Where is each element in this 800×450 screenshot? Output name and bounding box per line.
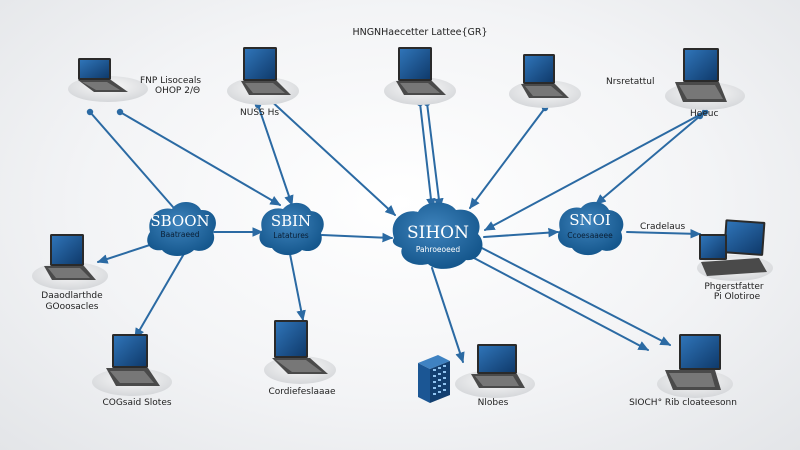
link [473, 257, 650, 351]
link [321, 232, 394, 243]
hub-subtitle: Baatraeed [161, 230, 200, 239]
laptop-icon[interactable] [32, 234, 108, 290]
link [595, 112, 704, 205]
laptop-icon[interactable] [264, 320, 336, 384]
laptop-icon[interactable] [697, 219, 773, 281]
hub-subtitle: Latatures [273, 231, 309, 240]
laptop-icon[interactable] [68, 58, 148, 102]
laptop-icon[interactable] [92, 334, 172, 396]
node-label: OHOP 2/Θ [155, 86, 201, 96]
link [264, 94, 396, 216]
node-label: Nlobes [477, 398, 509, 408]
hub-title: SIHON [407, 223, 469, 243]
hub-node-snoi[interactable]: SNOI Ccoesaaeee [557, 201, 624, 256]
diagram-title: HNGNHaecetter Lattee{GR} [352, 27, 488, 38]
node-label: Cradelaus [640, 222, 686, 232]
link [626, 228, 702, 239]
laptop-icon[interactable] [227, 47, 299, 105]
node-label: Hoeuc [690, 109, 719, 119]
node-label: Phgerstfatter [704, 282, 764, 292]
hub-subtitle: Pahroeoeed [416, 245, 460, 254]
node-label: Pi Olotiroe [713, 292, 761, 302]
node-label: Daaodlarthde [41, 291, 103, 301]
laptop-icon[interactable] [384, 47, 456, 105]
link [469, 104, 549, 209]
node-label: COGsaid Slotes [102, 398, 172, 408]
link [254, 101, 294, 207]
node-label: Nrsretattul [606, 77, 655, 87]
hub-node-sihon[interactable]: SIHON Pahroeoeed [392, 202, 483, 269]
link [431, 267, 465, 364]
hub-title: SBIN [271, 212, 311, 230]
hub-node-sbin[interactable]: SBIN Latatures [259, 202, 324, 256]
node-label: GOoosacles [45, 302, 99, 312]
link [416, 99, 436, 210]
node-label: SIOCH° Rib cloateesonn [629, 398, 737, 408]
laptop-icon[interactable] [665, 48, 745, 110]
hub-title: SNOI [569, 211, 611, 229]
node-label: FNP Lisoceals [140, 76, 202, 86]
laptop-icon[interactable] [657, 334, 733, 398]
link [289, 253, 306, 322]
link [423, 99, 444, 210]
hub-subtitle: Ccoesaaeee [567, 231, 613, 240]
link [134, 251, 186, 340]
laptop-icon[interactable] [509, 54, 581, 108]
hub-title: SBOON [150, 212, 209, 230]
node-label: NUSS Hs [240, 108, 280, 118]
node-label: Cordiefeslaaae [268, 387, 336, 397]
server-rack-icon[interactable] [418, 355, 450, 403]
link [116, 108, 282, 206]
link [483, 227, 560, 238]
link [86, 108, 181, 216]
link [477, 245, 672, 346]
laptop-icon[interactable] [455, 344, 535, 398]
hub-node-sboon[interactable]: SBOON Baatraeed [147, 201, 216, 256]
connection-links [86, 94, 709, 364]
